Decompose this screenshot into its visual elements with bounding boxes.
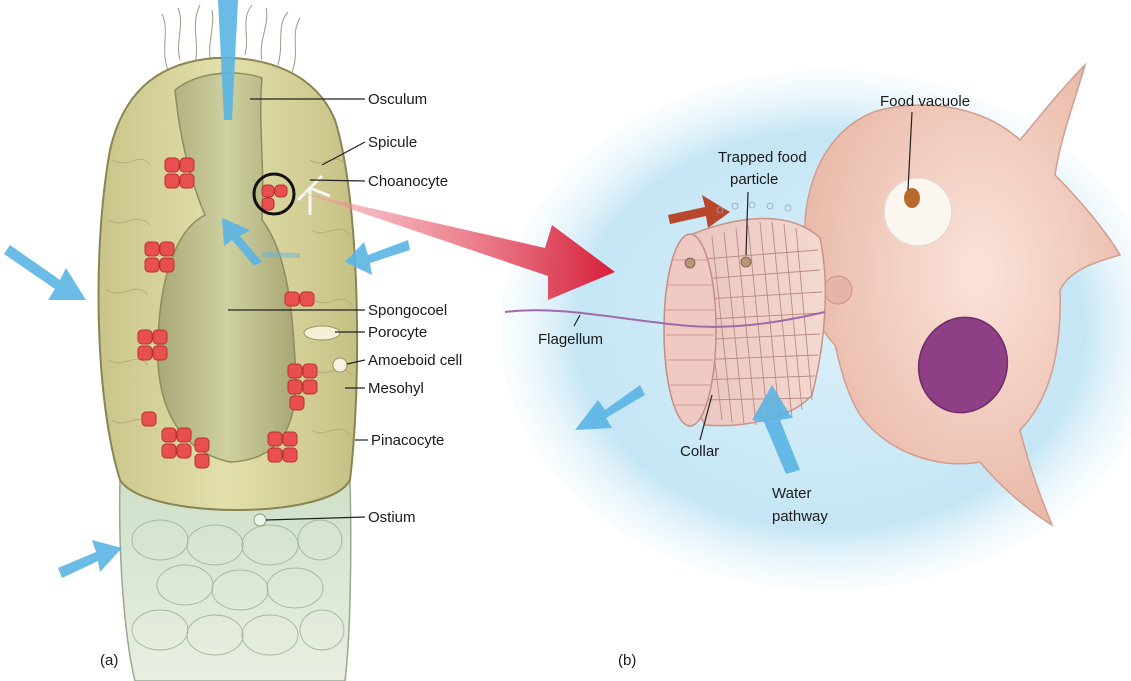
caption-panel-b: (b) [618,652,636,669]
label-choanocyte: Choanocyte [368,173,448,190]
label-flagellum: Flagellum [538,331,603,348]
label-water-line1: Water [772,485,811,502]
sponge-body [99,0,358,681]
label-ostium: Ostium [368,509,416,526]
label-osculum: Osculum [368,91,427,108]
label-mesohyl: Mesohyl [368,380,424,397]
label-spongocoel: Spongocoel [368,302,447,319]
cell-bleb [824,276,852,304]
amoeboid-cell-shape [333,358,347,372]
food-vacuole [884,178,952,246]
label-collar: Collar [680,443,719,460]
label-trapped-food-line1: Trapped food [718,149,807,166]
label-porocyte: Porocyte [368,324,427,341]
label-pinacocyte: Pinacocyte [371,432,444,449]
label-water-line2: pathway [772,508,828,525]
caption-panel-a: (a) [100,652,118,669]
label-trapped-food-line2: particle [730,171,778,188]
food-vacuole-particle [904,188,920,208]
porocyte-shape [304,326,340,340]
label-food-vacuole: Food vacuole [880,93,970,110]
ostium-pore [254,514,266,526]
label-amoeboid-cell: Amoeboid cell [368,352,462,369]
label-spicule: Spicule [368,134,417,151]
